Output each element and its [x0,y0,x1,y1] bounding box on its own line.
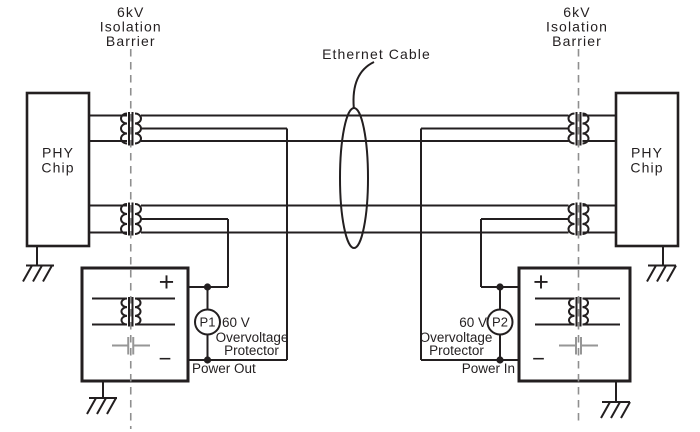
primary-coil [120,112,128,145]
right-isolation-barrier-label: 6kV Isolation Barrier [546,4,608,49]
overvoltage-label: Overvoltage [420,330,493,345]
left-phy-label: PHY Chip [41,145,74,176]
chassis-ground-icon [646,246,677,282]
primary-coil [582,203,590,235]
junction-dot [203,356,212,364]
left-bottom-transformer [120,202,142,236]
chassis-ground-icon [600,381,631,419]
chassis-ground-icon [22,246,54,282]
left-phy-leads [89,114,127,234]
right-center-tap-wires [420,127,569,361]
right-phy-label: PHY Chip [630,145,663,176]
phy-label-line1: PHY [631,145,663,161]
right-protector-labels: 60 V Overvoltage Protector Power In [420,315,515,376]
left-supply-plus-terminal: + [159,267,175,297]
primary-coil [120,203,128,235]
voltage-label: 60 V [222,315,250,330]
p1-label: P1 [200,315,216,330]
barrier-label-line2: Isolation [546,19,608,35]
p2-circle [486,308,514,336]
right-supply-minus-terminal: − [532,346,545,371]
right-supply-plus-terminal: + [533,267,549,297]
left-phy-chip-box [25,91,91,248]
junction-dot [496,283,504,291]
right-supply-ground [600,381,631,419]
ethernet-cable-label: Ethernet Cable [322,46,431,62]
protector-label: Protector [224,343,279,358]
right-phy-chip-box [614,91,680,248]
left-protector-labels: 60 V Overvoltage Protector Power Out [192,315,288,376]
barrier-label-line3: Barrier [106,33,156,49]
secondary-coil [134,297,142,326]
p1-circle [194,308,221,336]
secondary-coil [567,203,575,235]
barrier-label-line1: 6kV [563,4,590,20]
protector-label: Protector [429,343,484,358]
voltage-label: 60 V [459,315,487,330]
right-top-transformer [567,112,590,146]
p2-label: P2 [492,315,508,330]
right-supply-capacitor [559,337,598,355]
left-phy-ground [22,246,54,282]
right-supply-transformer [535,297,620,327]
ethernet-cable-pointer-line [352,61,375,109]
phy-label-line1: PHY [42,145,74,161]
p1-protector [194,283,221,364]
right-bottom-transformer [567,202,590,236]
left-supply-capacitor [112,337,150,355]
left-center-tap-wires [141,127,288,361]
left-supply-transformer [92,297,175,327]
right-phy-ground [646,246,677,282]
barrier-label-line3: Barrier [552,33,602,49]
phy-label-line2: Chip [630,160,663,176]
ethernet-pair-wires [141,114,569,234]
barrier-label-line1: 6kV [117,4,144,20]
junction-dot [203,283,212,291]
primary-coil [120,297,128,326]
secondary-coil [134,203,142,235]
power-out-label: Power Out [192,361,256,376]
left-isolation-barrier-label: 6kV Isolation Barrier [100,4,162,49]
phy-label-line2: Chip [41,160,74,176]
power-in-label: Power In [462,361,515,376]
secondary-coil [134,112,142,145]
chassis-ground-icon [86,381,117,415]
primary-coil [568,297,575,326]
secondary-coil [582,297,589,326]
secondary-coil [567,112,575,145]
barrier-label-line2: Isolation [100,19,162,35]
junction-dot [496,356,504,364]
overvoltage-label: Overvoltage [216,330,289,345]
ethernet-cable-ellipse [339,107,369,249]
left-top-transformer [120,112,142,146]
p2-protector [486,283,514,364]
left-supply-ground [86,381,117,415]
primary-coil [582,112,590,145]
left-supply-minus-terminal: − [159,346,172,371]
